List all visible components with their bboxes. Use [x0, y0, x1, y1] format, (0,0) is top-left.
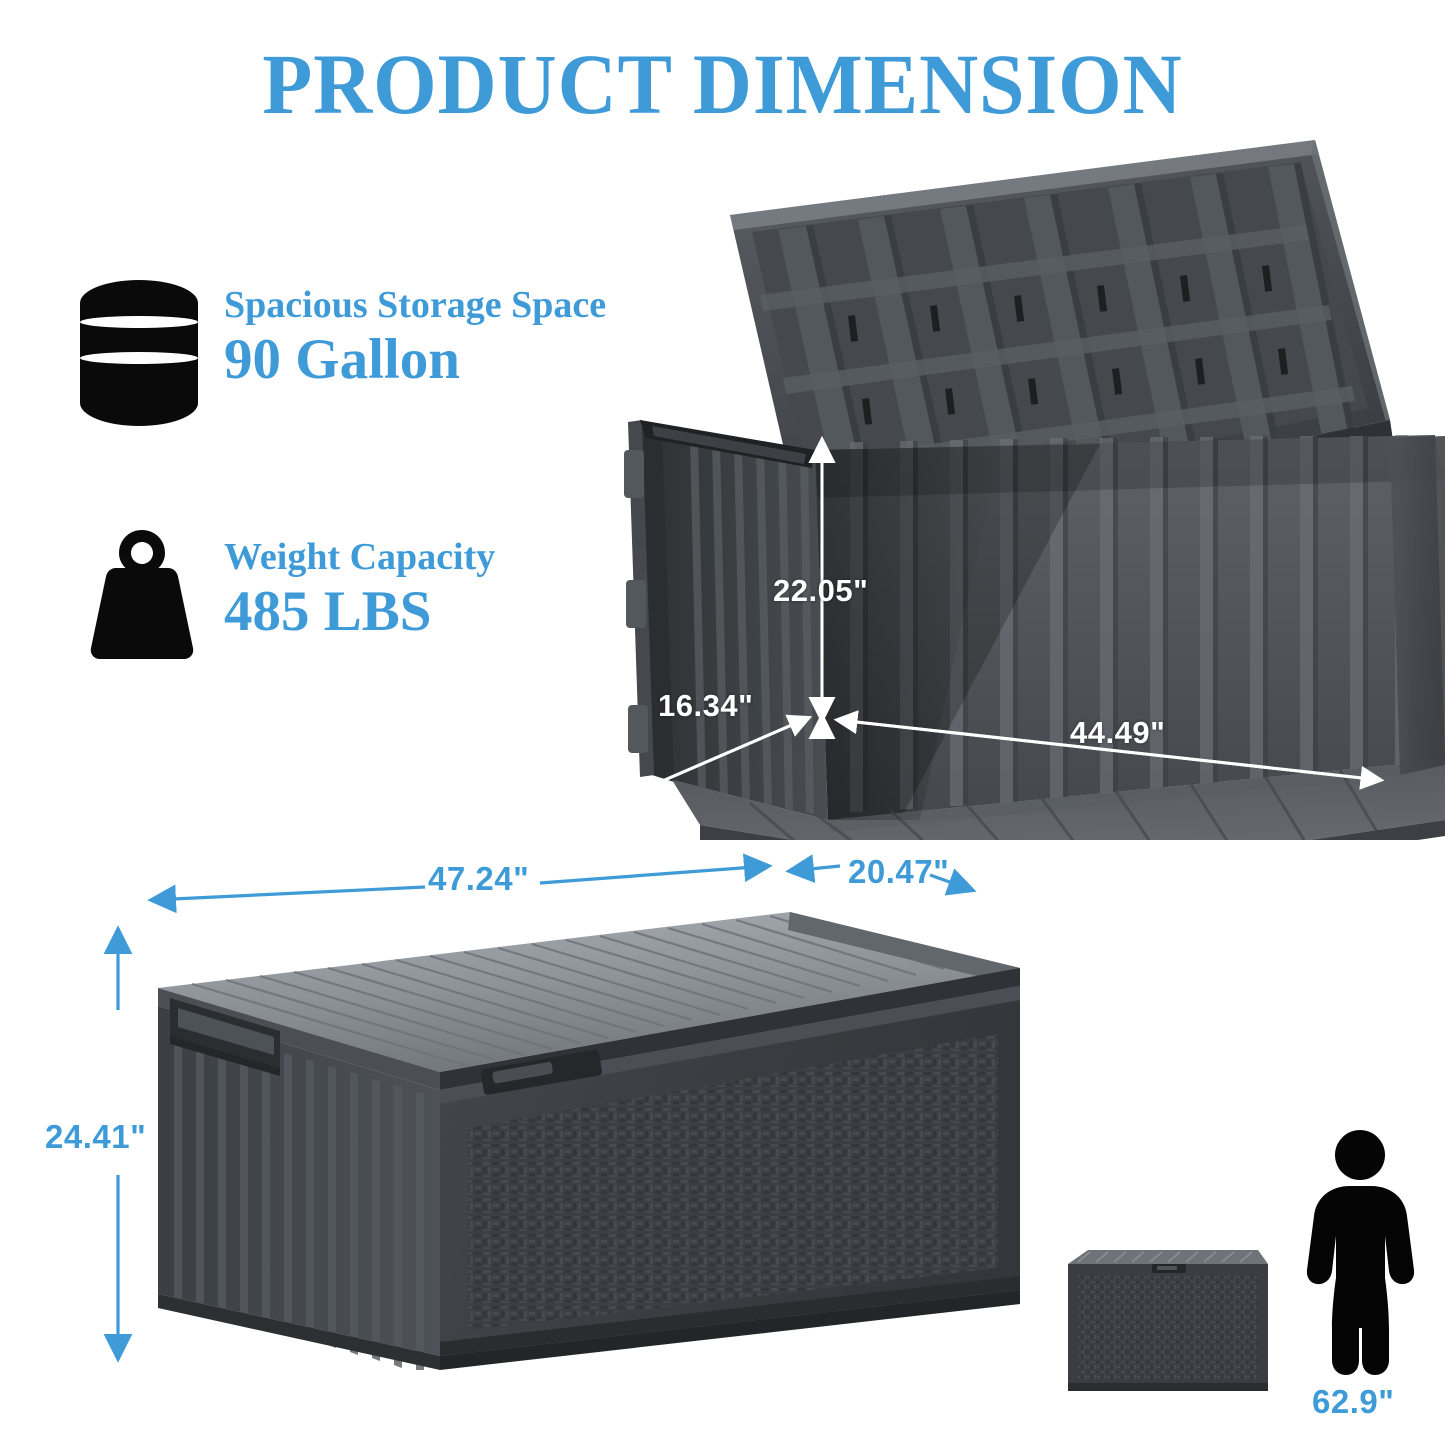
- feature-weight-capacity: Weight Capacity 485 LBS: [72, 520, 495, 660]
- database-stack-icon: [72, 268, 202, 426]
- dimension-label-interior-width: 44.49": [1070, 715, 1166, 750]
- weight-icon: [72, 520, 202, 660]
- dimension-label-interior-height: 22.05": [773, 573, 869, 608]
- dimension-label-exterior-depth: 20.47": [848, 853, 950, 890]
- feature-title: Spacious Storage Space: [224, 284, 607, 327]
- dimension-label-interior-depth: 16.34": [658, 688, 754, 723]
- feature-title: Weight Capacity: [224, 536, 496, 579]
- feature-value: 90 Gallon: [224, 328, 460, 392]
- dimension-label-exterior-width: 47.24": [428, 860, 530, 897]
- page-title: PRODUCT DIMENSION: [262, 36, 1183, 132]
- person-silhouette-icon: [1300, 1128, 1420, 1378]
- dimension-label-person-height: 62.9": [1312, 1383, 1395, 1420]
- dimension-label-exterior-height: 24.41": [45, 1118, 147, 1155]
- feature-value: 485 LBS: [224, 580, 432, 644]
- small-deck-box-render: [1060, 1240, 1275, 1400]
- closed-deck-box-render: [140, 890, 1030, 1374]
- feature-spacious-storage: Spacious Storage Space 90 Gallon: [72, 268, 607, 426]
